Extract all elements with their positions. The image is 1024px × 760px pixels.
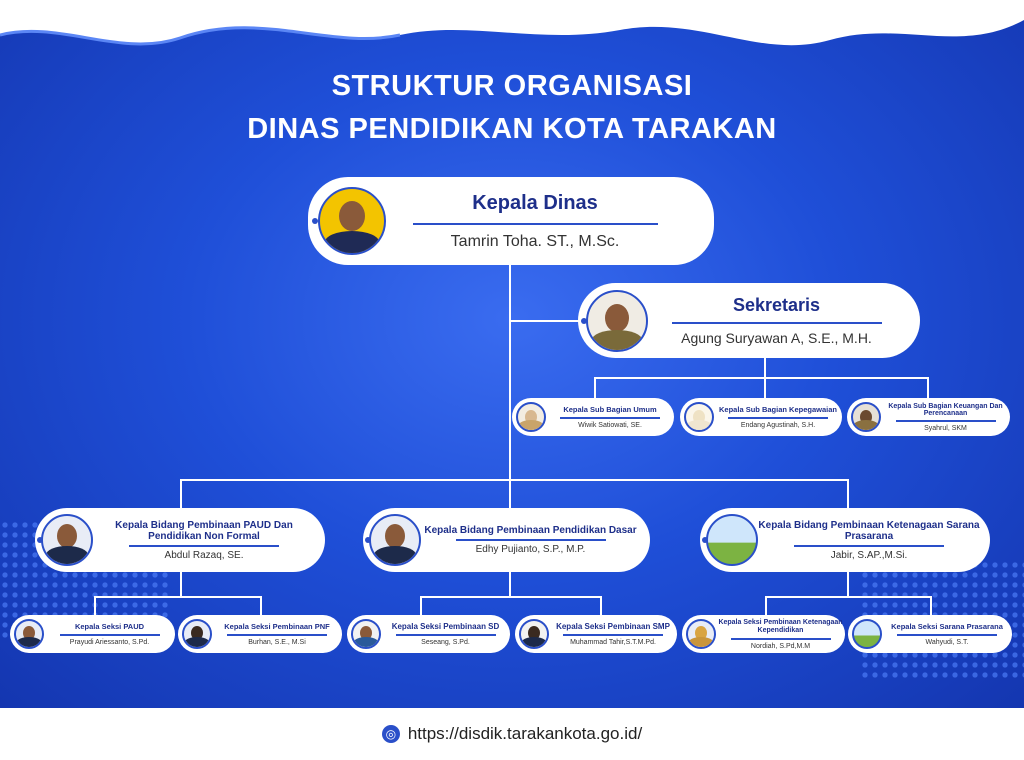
role-title: Kepala Sub Bagian Umum — [563, 405, 657, 414]
connector — [765, 596, 767, 616]
connector — [927, 377, 929, 399]
avatar-placeholder — [852, 619, 882, 649]
page-title-line1: STRUKTUR ORGANISASI — [331, 70, 693, 102]
person-name: Muhammad Tahir,S.T.M.Pd. — [570, 639, 656, 646]
page-title-line2: DINAS PENDIDIKAN KOTA TARAKAN — [247, 113, 777, 145]
role-title: Kepala Dinas — [472, 191, 598, 214]
connector — [764, 356, 766, 378]
avatar-placeholder — [706, 514, 758, 566]
connector — [509, 262, 511, 480]
avatar — [41, 514, 93, 566]
person-name: Endang Agustinah, S.H. — [740, 422, 816, 429]
avatar — [851, 402, 881, 432]
connector — [180, 479, 849, 481]
connector-dot — [312, 218, 318, 224]
connector — [930, 596, 932, 616]
role-title: Kepala Seksi Pembinaan SD — [391, 622, 500, 631]
role-title: Kepala Seksi Pembinaan PNF — [224, 622, 330, 631]
connector — [180, 479, 182, 509]
connector — [509, 479, 511, 509]
card-bidang: Kepala Bidang Pembinaan Pendidikan Dasar… — [363, 508, 650, 572]
role-title: Kepala Seksi PAUD — [74, 622, 145, 631]
avatar — [686, 619, 716, 649]
role-title: Kepala Seksi Sarana Prasarana — [891, 622, 1003, 631]
person-name: Abdul Razaq, SE. — [164, 549, 244, 561]
connector — [94, 596, 96, 616]
avatar — [586, 289, 648, 352]
person-name: Agung Suryawan A, S.E., M.H. — [681, 330, 872, 346]
connector — [180, 570, 182, 597]
person-name: Burhan, S.E., M.Si — [248, 639, 306, 646]
person-name: Nordiah, S.Pd,M.M — [750, 642, 811, 650]
person-name: Wiwik Satiowati, SE. — [578, 422, 642, 429]
connector — [94, 596, 262, 598]
role-title: Kepala Bidang Pembinaan PAUD Dan Pendidi… — [115, 519, 293, 542]
person-name: Edhy Pujianto, S.P., M.P. — [475, 544, 586, 555]
connector — [594, 377, 596, 399]
person-name: Jabir, S.AP.,M.Si. — [830, 549, 908, 561]
role-title: Sekretaris — [732, 295, 821, 315]
connector — [510, 320, 580, 322]
footer: ◎ https://disdik.tarakankota.go.id/ — [0, 708, 1024, 760]
connector — [594, 377, 929, 379]
avatar — [318, 187, 386, 255]
avatar — [14, 619, 44, 649]
card-bidang: Kepala Bidang Pembinaan PAUD Dan Pendidi… — [35, 508, 325, 572]
card-seksi: Kepala Seksi Pembinaan PNF Burhan, S.E., … — [178, 615, 342, 653]
person-name: Prayudi Ariessanto, S.Pd. — [69, 639, 150, 646]
avatar — [684, 402, 714, 432]
card-sekretaris: Sekretaris Agung Suryawan A, S.E., M.H. — [578, 283, 920, 358]
avatar — [369, 514, 421, 566]
connector — [420, 596, 602, 598]
card-seksi: Kepala Seksi Pembinaan SD Seseang, S.Pd. — [347, 615, 510, 653]
globe-icon: ◎ — [381, 725, 400, 743]
connector — [260, 596, 262, 616]
connector — [420, 596, 422, 616]
avatar — [516, 402, 546, 432]
person-name: Tamrin Toha. ST., M.Sc. — [450, 232, 620, 250]
card-kepala-dinas: Kepala Dinas Tamrin Toha. ST., M.Sc. — [308, 177, 714, 265]
person-name: Wahyudi, S.T. — [925, 639, 969, 646]
avatar — [182, 619, 212, 649]
website-link[interactable]: https://disdik.tarakankota.go.id/ — [407, 724, 643, 743]
connector — [765, 596, 932, 598]
top-wave — [0, 0, 1024, 46]
role-title: Kepala Bidang Pembinaan Pendidikan Dasar — [424, 525, 637, 536]
role-title: Kepala Seksi Pembinaan SMP — [556, 622, 670, 631]
connector — [847, 479, 849, 509]
connector — [600, 596, 602, 616]
role-title: Kepala Seksi Pembinaan Ketenagaan Kepend… — [718, 618, 843, 634]
card-seksi: Kepala Seksi PAUD Prayudi Ariessanto, S.P… — [10, 615, 175, 653]
person-name: Syahrul, SKM — [924, 424, 967, 432]
avatar — [351, 619, 381, 649]
avatar — [519, 619, 549, 649]
role-title: Kepala Sub Bagian Kepegawaian — [719, 405, 837, 414]
role-title: Kepala Sub Bagian Keuangan Dan Perencana… — [888, 402, 1003, 417]
connector — [509, 570, 511, 597]
connector — [764, 377, 766, 399]
card-bidang: Kepala Bidang Pembinaan Ketenagaan Saran… — [700, 508, 990, 572]
connector — [847, 570, 849, 597]
card-seksi: Kepala Seksi Pembinaan SMP Muhammad Tahir… — [515, 615, 677, 653]
person-name: Seseang, S.Pd. — [421, 639, 470, 646]
role-title: Kepala Bidang Pembinaan Ketenagaan Saran… — [758, 519, 980, 542]
card-seksi: Kepala Seksi Pembinaan Ketenagaan Kepend… — [682, 615, 845, 653]
card-sub-bagian: Kepala Sub Bagian Keuangan Dan Perencana… — [847, 398, 1010, 436]
